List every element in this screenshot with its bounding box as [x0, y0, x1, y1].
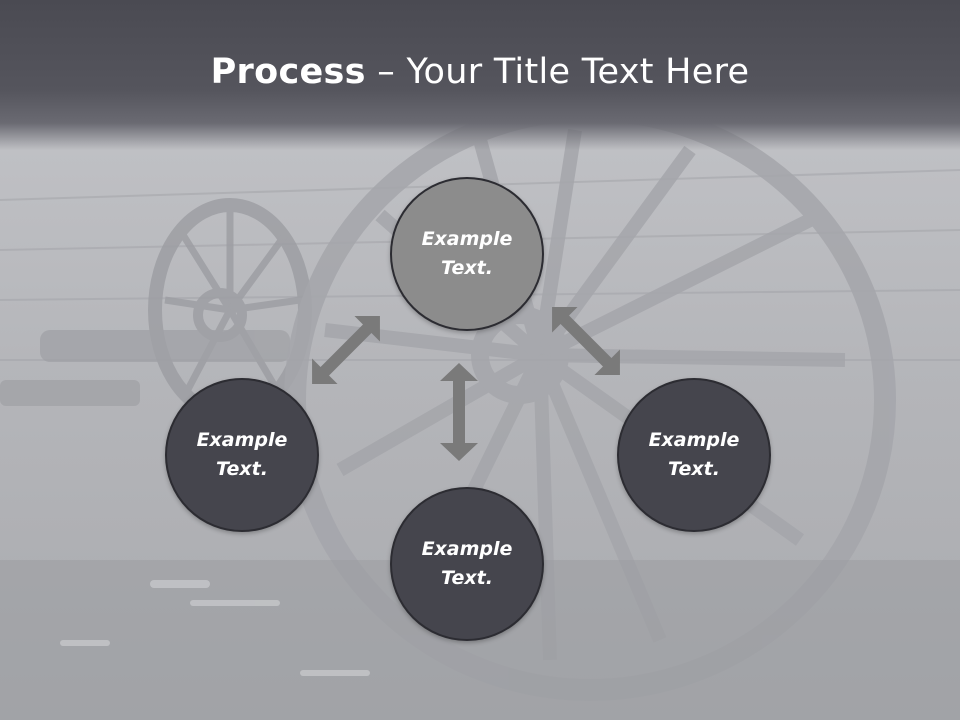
step-text-line2: Text.: [668, 458, 720, 480]
title-rest: – Your Title Text Here: [365, 52, 750, 92]
step-text-line1: Example: [421, 228, 513, 250]
title-bold: Process: [210, 52, 366, 92]
step-text-line1: Example: [196, 429, 288, 451]
title-bar: [0, 0, 960, 150]
step-text-line2: Text.: [441, 567, 493, 589]
slide-title: Process – Your Title Text Here: [0, 52, 960, 92]
step-text-line1: Example: [421, 538, 513, 560]
step-text-line2: Text.: [216, 458, 268, 480]
step-text-line2: Text.: [441, 257, 493, 279]
step-text-line1: Example: [648, 429, 740, 451]
